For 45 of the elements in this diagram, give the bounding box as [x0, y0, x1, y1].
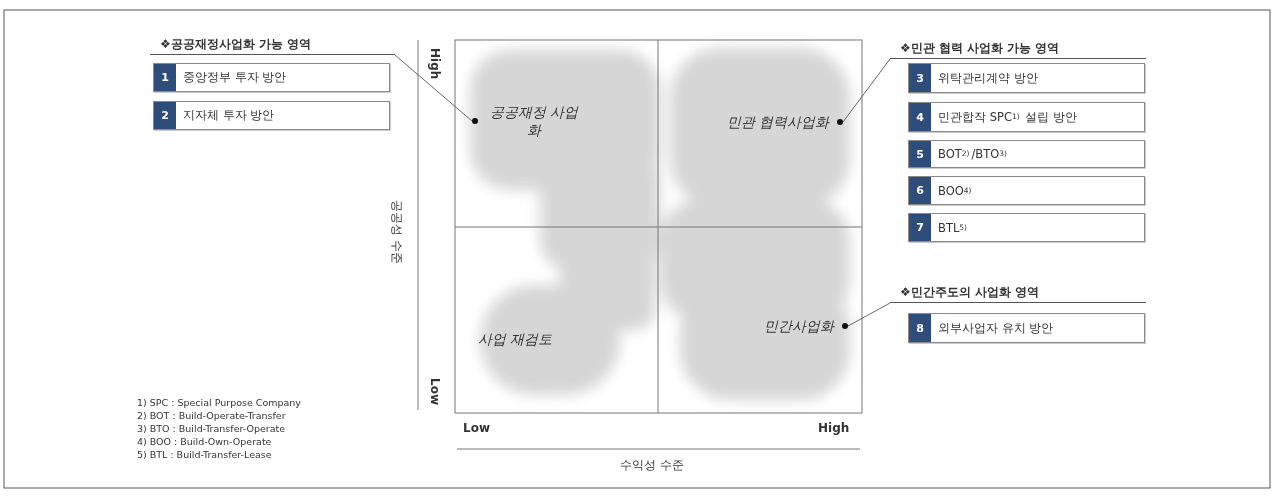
number-badge: 8	[909, 314, 931, 342]
axis-end-label: Low	[428, 378, 442, 405]
axis-end-label: High	[428, 48, 442, 80]
item-box	[908, 63, 1145, 93]
axis-end-label: Low	[463, 421, 490, 435]
quadrant-label: 사업 재검토	[478, 330, 553, 349]
number-badge: 6	[909, 177, 931, 204]
quadrant-label: 민간사업화	[764, 316, 834, 336]
item-text: 중앙정부 투자 방안	[182, 69, 287, 86]
section-heading: ❖민간주도의 사업화 영역	[890, 284, 1146, 303]
quadrant-label: 공공재정 사업화	[488, 102, 580, 140]
number-badge: 1	[154, 64, 176, 91]
item-box	[908, 176, 1145, 205]
axis-title: 공공성 수준	[389, 200, 405, 264]
item-text: BOO$^{4)}$	[937, 182, 973, 200]
item-text: BOT$^{2)}$/BTO$^{3)}$	[937, 146, 1008, 163]
footnote: 2) BOT : Build-Operate-Transfer	[137, 410, 286, 421]
quadrant-label: 민관 협력사업화	[726, 112, 829, 132]
item-box	[153, 63, 390, 92]
number-badge: 7	[909, 214, 931, 241]
item-box	[153, 101, 390, 130]
item-text: 민관합작 SPC$^{1)}$ 설립 방안	[937, 108, 1077, 126]
item-box	[908, 102, 1145, 132]
number-badge: 3	[909, 64, 931, 92]
item-text: 지자체 투자 방안	[182, 107, 275, 124]
number-badge: 4	[909, 103, 931, 131]
footnote: 5) BTL : Build-Transfer-Lease	[137, 449, 272, 460]
footnote: 1) SPC : Special Purpose Company	[137, 397, 301, 408]
item-box	[908, 213, 1145, 242]
number-badge: 2	[154, 102, 176, 129]
leader-line	[842, 58, 891, 123]
item-box	[908, 313, 1145, 343]
item-text: 외부사업자 유치 방안	[937, 319, 1054, 337]
section-heading: ❖민관 협력 사업화 가능 영역	[890, 40, 1146, 59]
axis-end-label: High	[818, 421, 850, 435]
leader-line	[847, 302, 891, 327]
section-heading: ❖공공재정사업화 가능 영역	[150, 36, 395, 55]
item-text: 위탁관리계약 방안	[937, 69, 1038, 87]
axis-title: 수익성 수준	[620, 457, 684, 474]
item-box	[908, 140, 1145, 168]
footnote: 4) BOO : Build-Own-Operate	[137, 436, 272, 447]
item-text: BTL$^{5)}$	[937, 219, 968, 237]
footnote: 3) BTO : Build-Transfer-Operate	[137, 423, 286, 434]
number-badge: 5	[909, 141, 931, 167]
leader-line	[394, 54, 473, 122]
